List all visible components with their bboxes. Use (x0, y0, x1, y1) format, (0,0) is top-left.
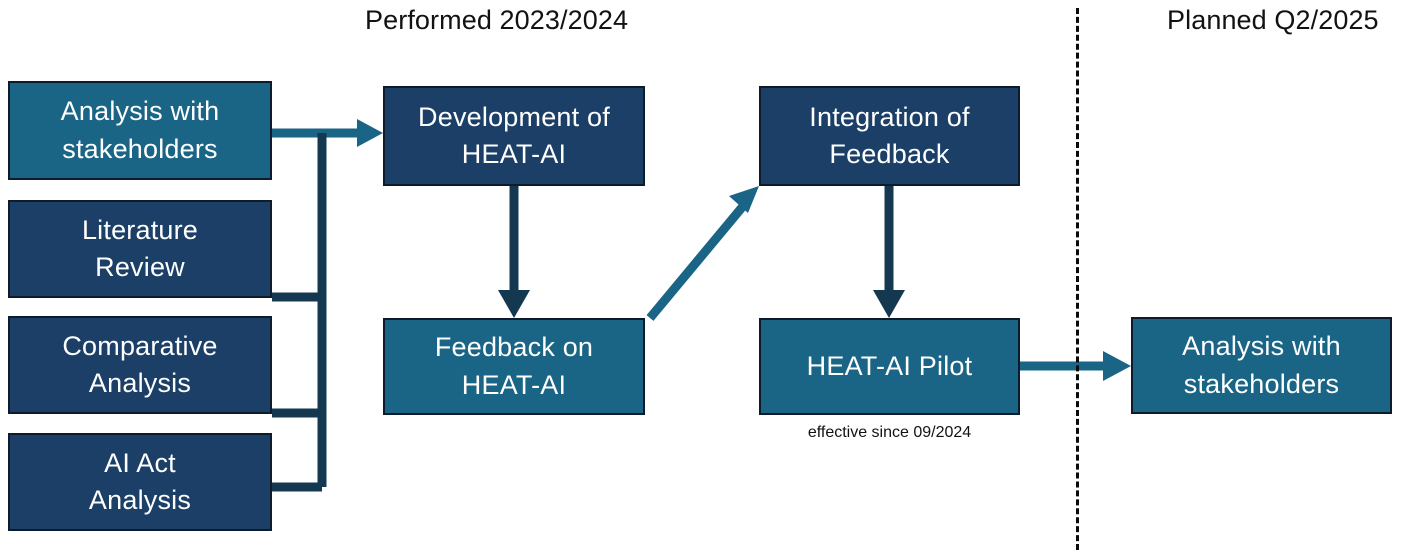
phase-label-planned: Planned Q2/2025 (1167, 5, 1379, 35)
phase-divider (1076, 8, 1079, 550)
edge-integration-to-pilot (873, 186, 905, 318)
heat-ai-pilot-caption: effective since 09/2024 (807, 424, 972, 441)
node-heat-ai-pilot[interactable]: HEAT-AI Pilot (759, 318, 1020, 415)
edge-inputs-to-development (272, 119, 383, 492)
edge-development-to-feedback (498, 186, 530, 318)
phase-label-performed: Performed 2023/2024 (365, 5, 629, 35)
edge-feedback-to-integration (646, 186, 759, 321)
node-label: HEAT-AI Pilot (806, 350, 973, 381)
